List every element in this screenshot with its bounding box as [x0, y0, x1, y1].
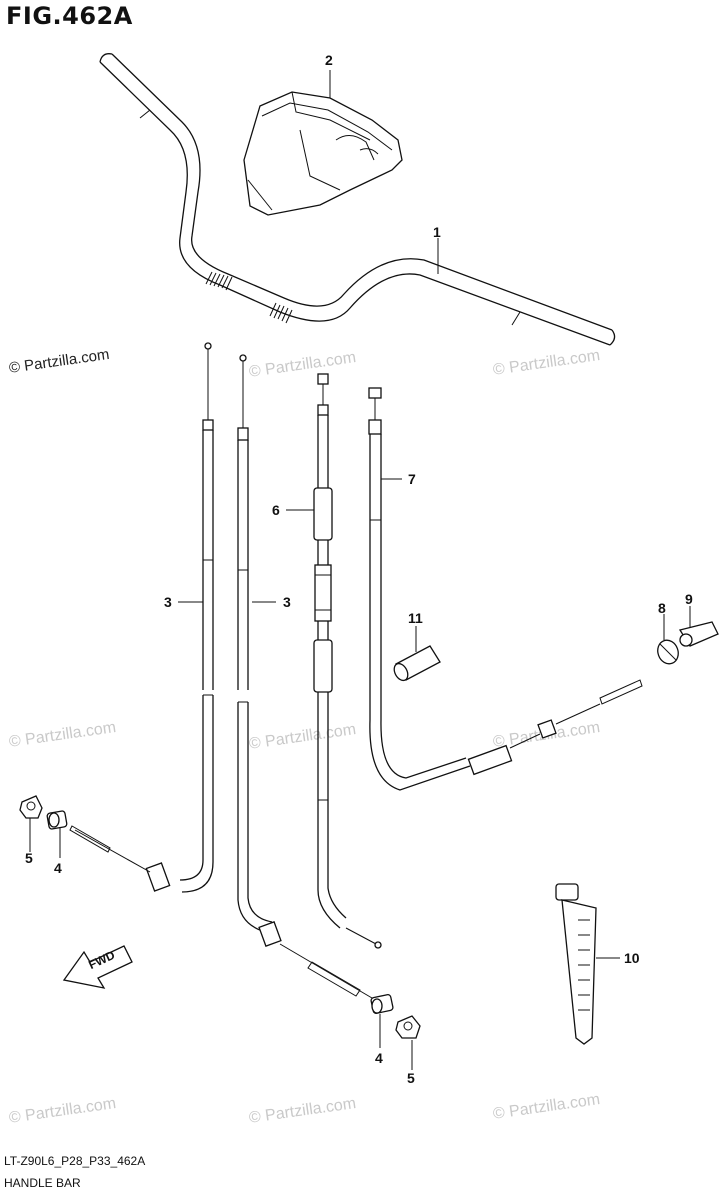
- callout-4: 4: [375, 1050, 383, 1066]
- callout-5: 5: [25, 850, 33, 866]
- figure-name: HANDLE BAR: [4, 1176, 81, 1190]
- callout-4: 4: [54, 860, 62, 876]
- callout-8: 8: [658, 600, 666, 616]
- callout-9: 9: [685, 591, 693, 607]
- cable-nut-part[interactable]: [654, 637, 681, 666]
- cable-tie-part[interactable]: [555, 883, 597, 1045]
- brake-cable-left-part[interactable]: [69, 342, 214, 893]
- callout-2: 2: [325, 52, 333, 68]
- handle-bar-part[interactable]: [99, 53, 616, 346]
- brake-cable-right-part[interactable]: [237, 354, 373, 999]
- cable-bracket-part[interactable]: [678, 621, 719, 647]
- callout-6: 6: [272, 502, 280, 518]
- cable-bushing-left-part[interactable]: [46, 810, 68, 830]
- parking-brake-cable-part[interactable]: [368, 387, 643, 791]
- callout-3: 3: [283, 594, 291, 610]
- figure-title: FIG.462A: [6, 2, 133, 30]
- callout-7: 7: [408, 471, 416, 487]
- cable-sleeve-part[interactable]: [391, 645, 441, 683]
- callout-10: 10: [624, 950, 640, 966]
- callout-5: 5: [407, 1070, 415, 1086]
- throttle-cable-part[interactable]: [313, 373, 382, 949]
- handle-bar-cover-part[interactable]: [243, 91, 403, 216]
- figure-code: LT-Z90L6_P28_P33_462A: [4, 1154, 146, 1168]
- fwd-arrow-icon: [62, 945, 133, 989]
- callout-1: 1: [433, 224, 441, 240]
- cable-nut-left-part[interactable]: [19, 795, 43, 819]
- cable-nut-right-part[interactable]: [395, 1015, 421, 1039]
- callout-3: 3: [164, 594, 172, 610]
- callout-11: 11: [408, 610, 423, 626]
- leader-lines: [29, 70, 691, 1070]
- cable-bushing-right-part[interactable]: [370, 994, 394, 1014]
